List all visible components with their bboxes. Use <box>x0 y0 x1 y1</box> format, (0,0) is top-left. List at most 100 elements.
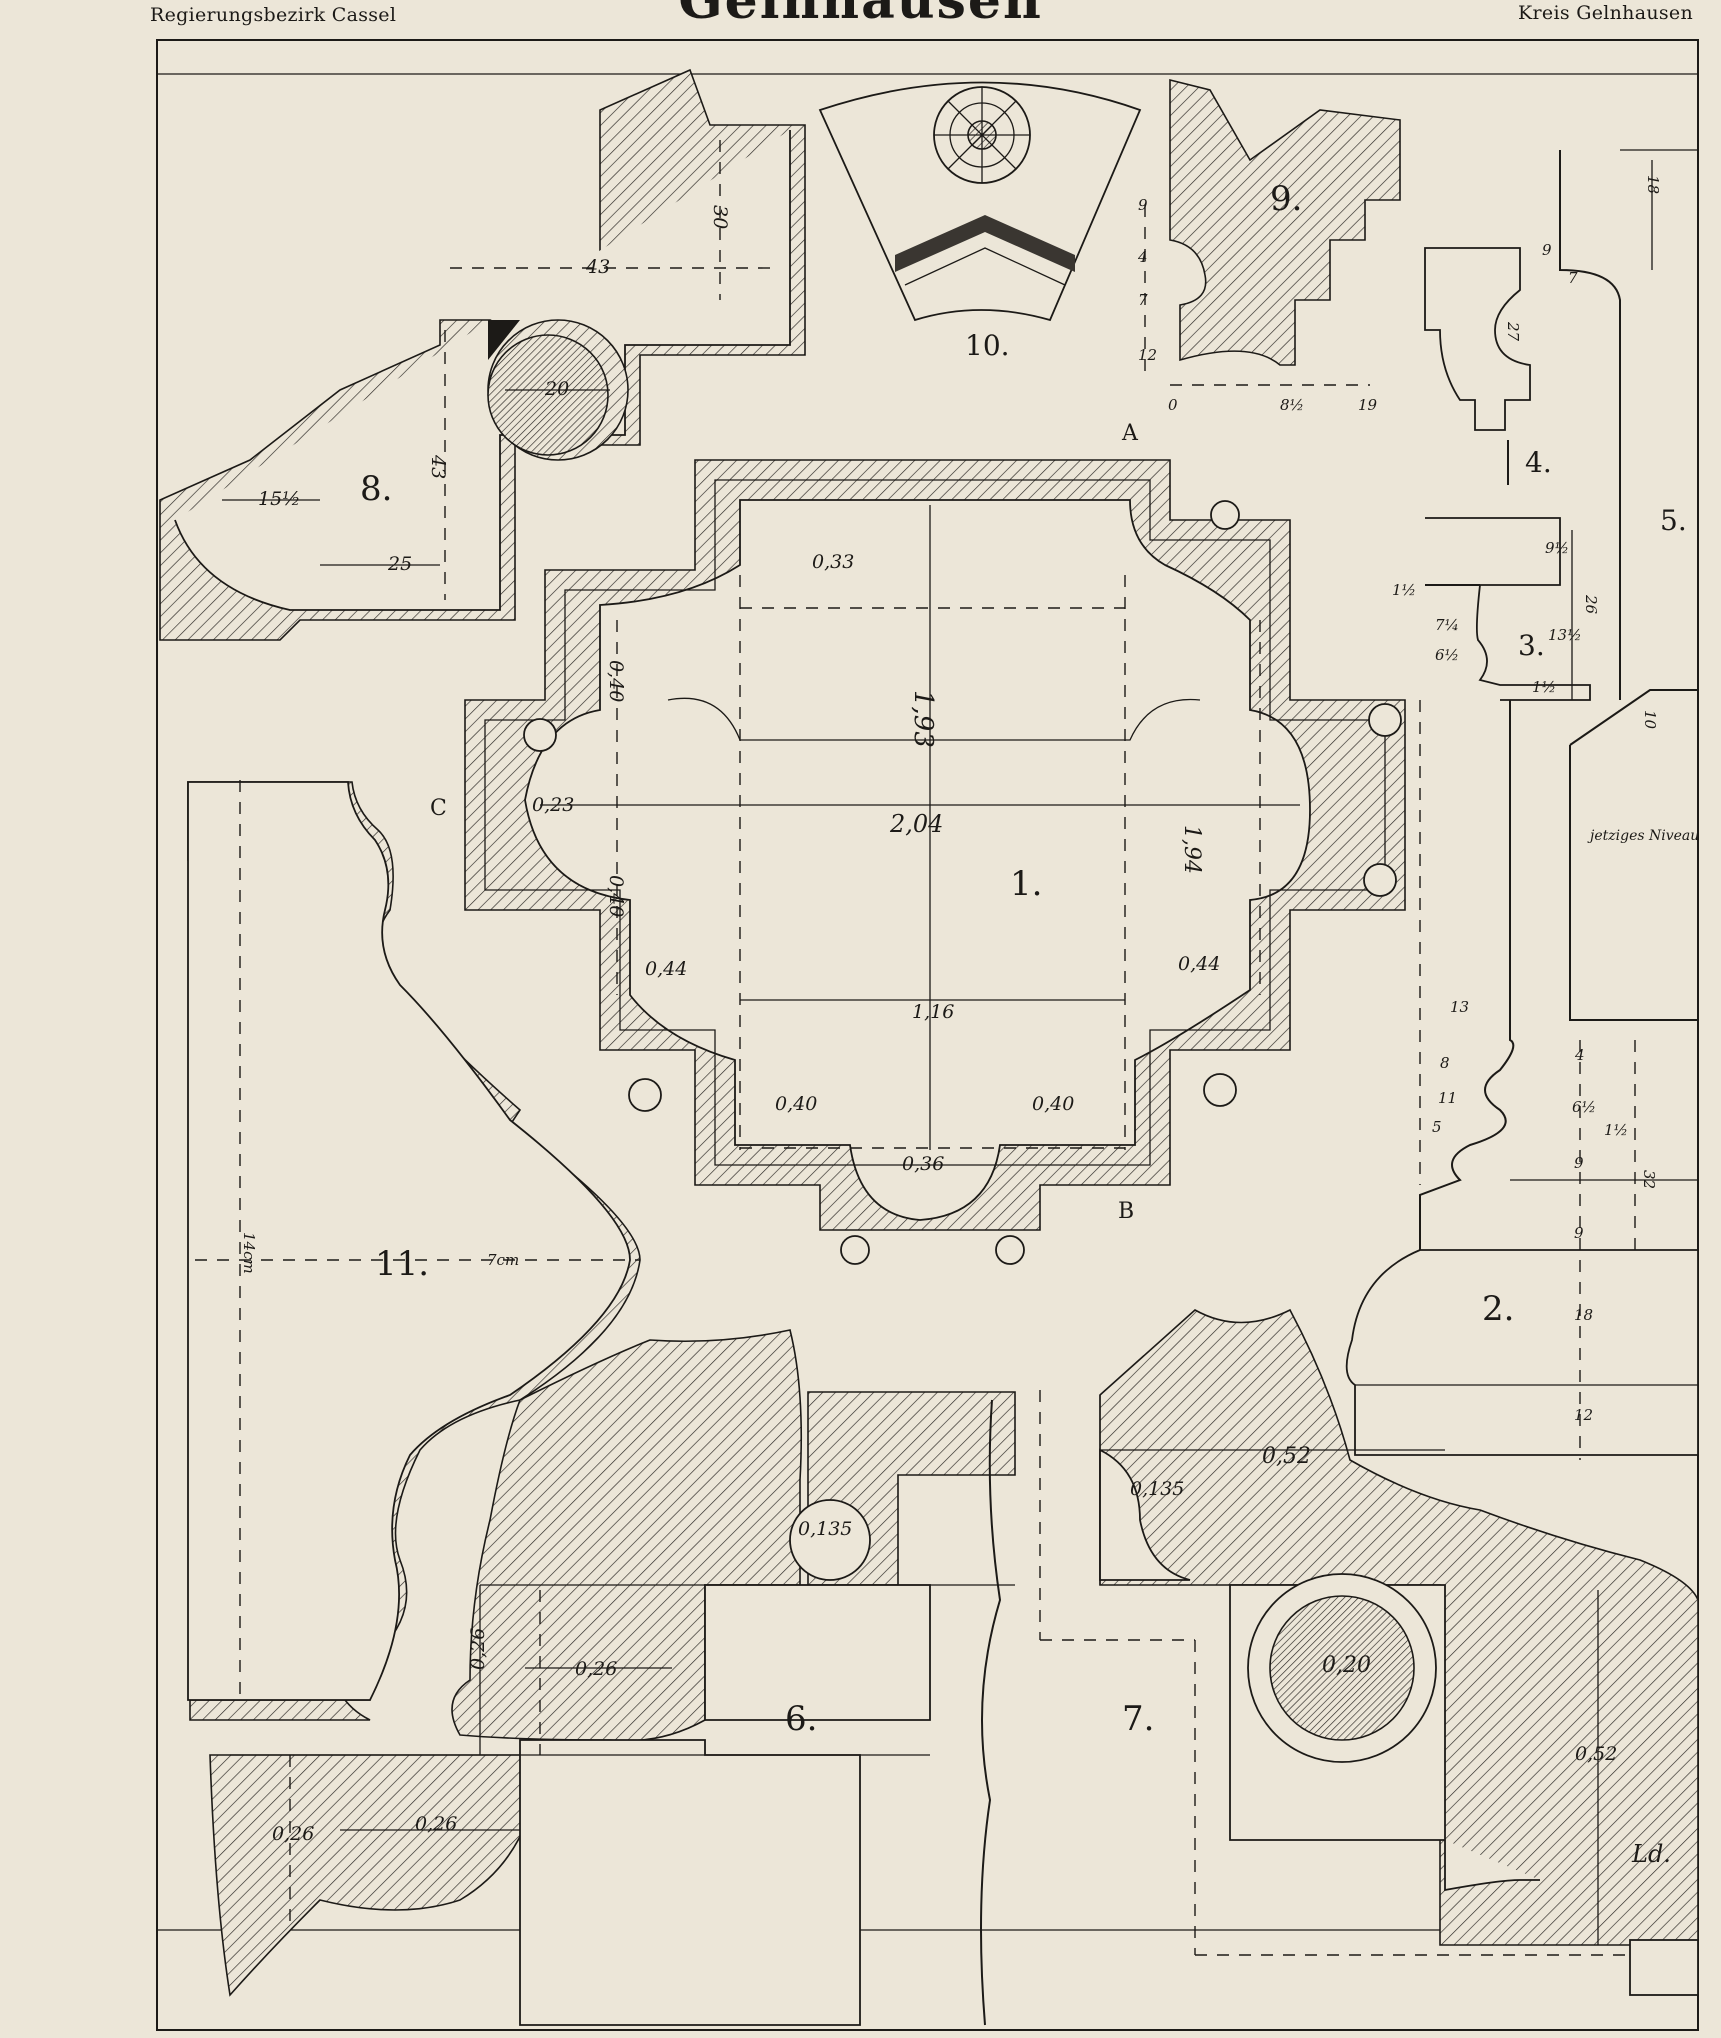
dim-45-27: 27 <box>1504 321 1522 342</box>
dim-1-044l: 0,44 <box>645 958 687 980</box>
header-county: Kreis Gelnhausen <box>1518 2 1693 24</box>
dim-1-193: 1,93 <box>908 690 938 748</box>
figure-label-10: 10. <box>965 329 1010 362</box>
dim-7-020: 0,20 <box>1322 1653 1371 1678</box>
dim-1-023: 0,23 <box>532 794 574 816</box>
dim-45-9: 9 <box>1542 241 1552 259</box>
figure-label-11: 11. <box>375 1244 429 1284</box>
figure-6-section: 0,135 0,26 0,26 0,26 0,26 6. <box>209 1329 1016 2026</box>
dim-2-1h: 1½ <box>1604 1121 1628 1139</box>
leaf-ornament-icon <box>1368 703 1402 737</box>
figure-11-large-profile: 14cm 7cm 11. <box>187 780 641 1721</box>
dim-1-033: 0,33 <box>812 551 854 573</box>
dim-9-8: 8½ <box>1280 396 1304 414</box>
dim-9-12: 12 <box>1138 346 1157 364</box>
dim-1-204: 2,04 <box>889 810 943 838</box>
header-title: Gelnhausen <box>678 0 1043 31</box>
dim-3-1h2: 1½ <box>1532 678 1556 696</box>
figure-label-7: 7. <box>1122 1699 1154 1739</box>
figure-label-8: 8. <box>360 469 392 509</box>
dim-8-20: 20 <box>544 378 569 400</box>
dim-9-9: 9 <box>1138 196 1148 214</box>
dim-3-7q: 7¼ <box>1435 616 1459 634</box>
dim-8-15: 15½ <box>258 488 301 510</box>
figure-label-5: 5. <box>1660 504 1687 537</box>
dim-8-43v: 43 <box>427 454 449 479</box>
dim-2-32: 32 <box>1640 1170 1658 1189</box>
dim-2-6: 6½ <box>1572 1098 1596 1116</box>
figure-label-1: 1. <box>1010 864 1042 904</box>
dim-1-194: 1,94 <box>1179 825 1204 874</box>
dim-45-7: 7 <box>1568 269 1578 287</box>
rosette-icon <box>933 86 1031 184</box>
figure-3-capital: 9½ 1½ 7¼ 6½ 13½ 26 1½ 3. <box>1392 517 1600 701</box>
figure-8-profile: 43 30 20 43 15½ 25 8. <box>159 68 806 641</box>
leaf-ornament-icon <box>1203 1073 1237 1107</box>
leaf-ornament-icon <box>523 718 557 752</box>
dim-8-43: 43 <box>585 256 610 278</box>
dim-6-026b: 0,26 <box>575 1658 617 1680</box>
section-label-b: B <box>1118 1199 1134 1224</box>
dim-1-044r: 0,44 <box>1178 953 1220 975</box>
dim-11-7: 7cm <box>487 1251 519 1269</box>
header-district: Regierungsbezirk Cassel <box>150 4 397 26</box>
dim-6-026a: 0,26 <box>467 1628 489 1670</box>
dim-6-0135: 0,135 <box>798 1518 852 1540</box>
section-label-a: A <box>1121 421 1139 446</box>
dim-2-niveau: jetziges Niveau <box>1587 828 1699 844</box>
figure-10-rosette-keystone: 10. <box>818 81 1142 362</box>
figure-9-profile: 9 4 7 12 0 8½ 19 9. <box>1137 78 1401 414</box>
dim-1-040c: 0,40 <box>775 1093 817 1115</box>
dim-45-18: 18 <box>1644 175 1662 194</box>
dim-7-0135: 0,135 <box>1130 1478 1184 1500</box>
dim-2-11: 11 <box>1438 1089 1457 1107</box>
figure-1-pier-plan: 0,33 1,93 2,04 0,23 0,40 0,40 1,94 0,44 … <box>430 421 1406 1265</box>
figure-label-9: 9. <box>1270 179 1302 219</box>
leaf-ornament-icon <box>840 1235 870 1265</box>
figure-label-6: 6. <box>785 1699 817 1739</box>
figure-4-5-profile: 18 9 7 27 4. 5. <box>1424 149 1698 700</box>
dim-1-040b: 0,40 <box>605 875 627 917</box>
dim-2-9a: 9 <box>1574 1154 1584 1172</box>
figure-label-3: 3. <box>1518 629 1545 662</box>
dim-1-036: 0,36 <box>902 1153 944 1175</box>
dim-3-6h: 6½ <box>1435 646 1459 664</box>
dim-2-8: 8 <box>1440 1054 1450 1072</box>
draftsman-signature: Ld. <box>1631 1840 1671 1868</box>
dim-2-13: 13 <box>1450 998 1469 1016</box>
leaf-ornament-icon <box>628 1078 662 1112</box>
dim-3-9h: 9½ <box>1545 539 1569 557</box>
dim-7-052a: 0,52 <box>1262 1444 1311 1469</box>
leaf-ornament-icon <box>1363 863 1397 897</box>
dim-3-1h: 1½ <box>1392 581 1416 599</box>
dim-2-18: 18 <box>1574 1306 1593 1324</box>
figure-label-4: 4. <box>1525 446 1552 479</box>
dim-7-052b: 0,52 <box>1575 1743 1617 1765</box>
dim-2-5: 5 <box>1432 1118 1442 1136</box>
dim-9-0: 0 <box>1168 396 1178 414</box>
dim-8-25: 25 <box>387 553 412 575</box>
dim-2-4: 4 <box>1574 1046 1585 1064</box>
dim-8-30: 30 <box>709 205 731 229</box>
dim-2-10: 10 <box>1641 710 1659 730</box>
figure-label-2: 2. <box>1482 1289 1514 1329</box>
dim-6-026d: 0,26 <box>415 1813 457 1835</box>
dim-1-116: 1,16 <box>912 1001 954 1023</box>
figure-2-column-base: 10 jetziges Niveau 13 8 4 11 6½ 5 1½ 9 9… <box>1345 689 1699 1460</box>
leaf-ornament-icon <box>1210 500 1240 530</box>
dim-2-12: 12 <box>1574 1406 1593 1424</box>
dim-6-026c: 0,26 <box>272 1823 314 1845</box>
dim-3-13: 13½ <box>1548 626 1582 644</box>
dim-2-9b: 9 <box>1574 1224 1584 1242</box>
dim-9-4: 4 <box>1137 248 1148 266</box>
leaf-ornament-icon <box>995 1235 1025 1265</box>
dim-3-26: 26 <box>1582 594 1600 615</box>
dim-1-040d: 0,40 <box>1032 1093 1074 1115</box>
figure-7-section: 0,135 0,52 0,20 0,52 7. Ld. <box>1039 1308 1699 1996</box>
dim-9-7: 7 <box>1138 291 1148 309</box>
dim-9-19: 19 <box>1358 396 1378 414</box>
dim-11-14: 14cm <box>240 1232 258 1274</box>
section-label-c: C <box>430 796 447 821</box>
dim-1-040a: 0,40 <box>605 660 627 702</box>
